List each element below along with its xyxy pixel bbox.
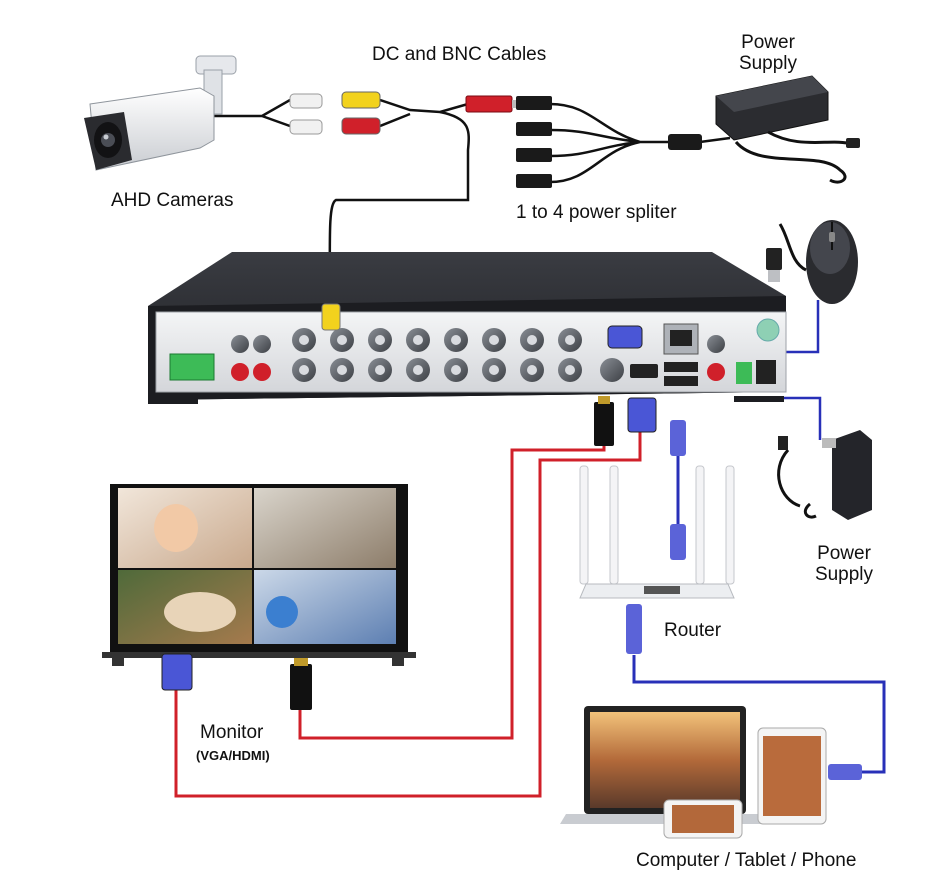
bnc-port-center [413,365,423,375]
bnc-port-center [451,335,461,345]
bnc-port-center [565,365,575,375]
bnc-port-center [527,365,537,375]
bnc-port-center [299,335,309,345]
hdmi-cable[interactable] [298,444,606,740]
rj45-plug-pc [828,764,862,780]
label-ahd-cameras: AHD Cameras [111,190,234,211]
dvr-audio-in-ports[interactable] [231,335,271,381]
dvr-video-in-ports[interactable] [292,328,582,382]
router [579,465,735,599]
label-devices: Computer / Tablet / Phone [636,850,857,871]
dvr-usb-ports[interactable] [664,362,698,386]
bnc-port-center [413,335,423,345]
label-monitor-sub: (VGA/HDMI) [196,748,270,763]
bnc-dc-cable [379,98,469,128]
camera-connectors [289,91,526,135]
tablet [757,727,827,825]
label-power-supply-right: Power Supply [814,543,874,585]
bnc-port-center [489,335,499,345]
phone [663,799,743,839]
mouse[interactable] [766,220,858,304]
vga-cable[interactable] [174,432,642,798]
dvr-audio-out-port[interactable] [707,335,725,381]
bnc-port-center [489,365,499,375]
bnc-port-center [451,365,461,375]
bnc-port-center [375,335,385,345]
dvr-terminal-block [169,353,215,381]
dvr-hdmi-port[interactable] [630,364,658,378]
bnc-port-center [565,335,575,345]
dvr-vga-port[interactable] [607,325,643,349]
power-splitter [516,96,702,188]
lan-cable-router-pc[interactable] [632,655,886,774]
vga-plug-dvr [627,397,657,433]
vga-plug-monitor [161,653,193,691]
bnc-port-center [337,365,347,375]
dvr-power-cable[interactable] [780,396,822,440]
label-dc-bnc-cables: DC and BNC Cables [372,44,547,65]
dvr-bnc-out[interactable] [600,358,624,382]
hdmi-plug-monitor [290,658,312,710]
bnc-port-center [527,335,537,345]
power-adapter-right [777,430,872,520]
ahd-camera [84,55,237,171]
power-adapter-top [715,75,860,184]
bnc-port-center [299,365,309,375]
label-monitor: Monitor [200,722,264,743]
monitor [102,484,416,666]
dvr-dc-port[interactable] [736,318,780,384]
bnc-port-center [337,335,347,345]
bnc-port-center [375,365,385,375]
dvr-lan-port[interactable] [663,323,699,355]
label-power-splitter: 1 to 4 power spliter [516,202,677,223]
rj45-plug-router [626,524,686,654]
label-router: Router [664,620,722,641]
bnc-plug-in-dvr [321,303,341,331]
rj45-plug-dvr [670,420,686,456]
splitter-wires [549,102,731,184]
hdmi-plug-dvr [594,396,614,446]
label-power-supply-top: Power Supply [738,32,798,74]
